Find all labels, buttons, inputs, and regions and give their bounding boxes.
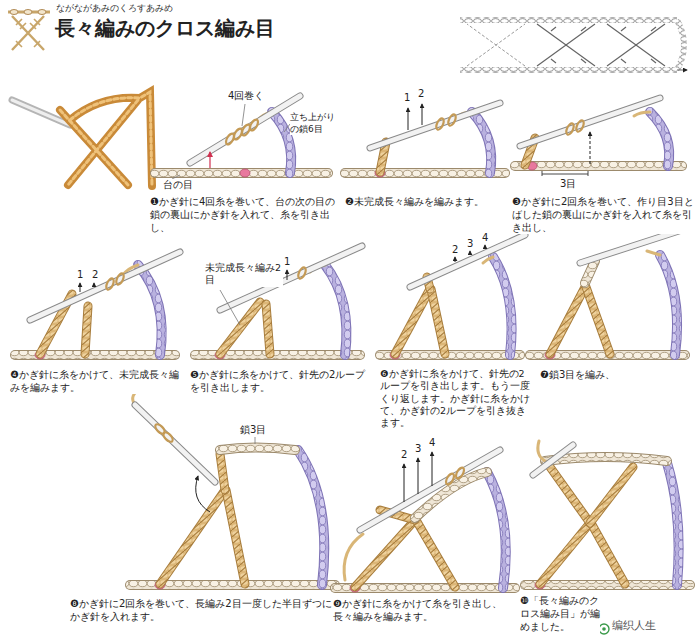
title: 長々編みのクロス編み目: [55, 15, 275, 41]
step-figure: [195, 246, 362, 359]
callout-label: 鎖3目: [240, 423, 266, 436]
callout-number: 1: [284, 255, 290, 268]
step-caption: ❼鎖3目を編み、: [540, 368, 690, 381]
callout-number: 2: [418, 87, 424, 100]
callout-number: 2: [452, 243, 458, 256]
callout-label: 立ち上がりの鎖6目: [290, 112, 340, 135]
step-figure: [15, 252, 180, 359]
step-figure: [345, 103, 505, 177]
step-caption: ❻かぎ針に糸をかけて、針先の2ループを引き出します。もう一度くり返します。かぎ針…: [380, 368, 532, 430]
reading-label: ながながあみのくろすあみめ: [56, 3, 173, 14]
step-caption: ❶かぎ針に4回糸を巻いて、台の次の目の鎖の裏山にかぎ針を入れて、糸を引き出し、: [150, 195, 338, 234]
step-figure: [515, 98, 682, 176]
callout-number: 3: [467, 237, 473, 250]
callout-number: 1: [404, 91, 410, 104]
callout-number: 4: [429, 436, 435, 449]
callout-number: 1: [77, 268, 83, 281]
step-caption: ❷未完成長々編みを編みます。: [345, 195, 505, 208]
watermark-icon: [599, 624, 609, 634]
step-figure: [525, 441, 690, 589]
yarn-photo: [10, 85, 160, 190]
stitch-symbol: [8, 10, 50, 51]
callout-label: 4回巻く: [228, 89, 264, 102]
callout-number: 4: [482, 231, 488, 244]
step-caption: ❹かぎ針に糸をかけて、未完成長々編みを編みます。: [10, 368, 182, 394]
step-caption: ❸かぎ針に2回糸を巻いて、作り目3目とばした鎖の裏山にかぎ針を入れて糸を引き出し…: [512, 195, 694, 234]
callout-label: 台の目: [163, 179, 193, 191]
stitch-chart: [460, 20, 687, 70]
watermark: 编织人生: [612, 619, 656, 633]
callout-number: 2: [92, 268, 98, 281]
step-figure: [155, 96, 328, 179]
step-figure: [130, 388, 335, 589]
step-figure: [530, 229, 685, 359]
step-caption: ❺かぎ針に糸をかけて、針先の2ループを引き出します。: [190, 368, 368, 394]
step-caption: ❿「長々編みのクロス編み目」が編めました。: [520, 594, 600, 633]
step-figure: [380, 235, 525, 359]
callout-number: 2: [401, 448, 407, 461]
callout-label: 未完成長々編み2目: [205, 262, 283, 287]
callout-label: 3目: [560, 177, 576, 190]
step-caption: ❽かぎ針に2回糸を巻いて、長編み2目一度した半目ずつにかぎ針を入れます。: [70, 597, 332, 623]
callout-number: 3: [415, 442, 421, 455]
step-figure: [335, 450, 515, 592]
step-caption: ❾かぎ針に糸をかけて糸を引き出し、長々編みを編みます。: [333, 597, 508, 623]
